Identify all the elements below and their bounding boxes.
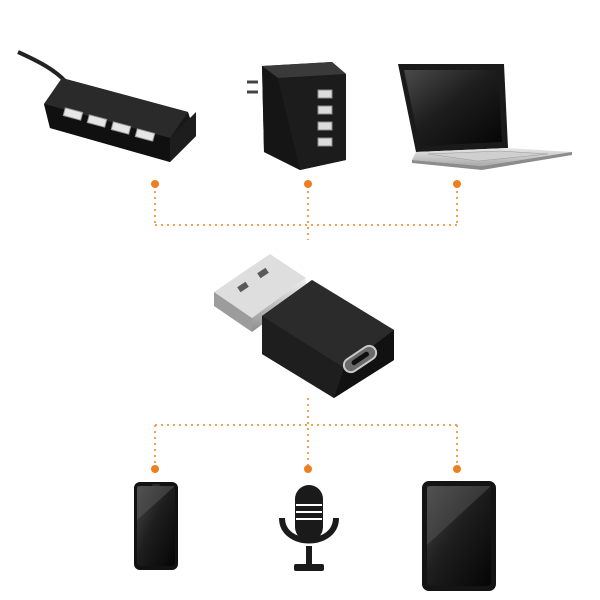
tablet-icon	[422, 481, 496, 591]
top-connector-lines	[154, 185, 458, 240]
smartphone-icon	[134, 482, 178, 570]
bottom-connector-dots	[151, 465, 461, 473]
bottom-connector-lines	[154, 398, 458, 468]
usb-adapter-icon	[214, 254, 394, 398]
laptop-icon	[398, 64, 572, 170]
top-connector-dots	[151, 180, 461, 188]
microphone-icon	[279, 485, 339, 571]
usb-hub-icon	[17, 50, 196, 162]
wall-charger-icon	[247, 62, 346, 170]
